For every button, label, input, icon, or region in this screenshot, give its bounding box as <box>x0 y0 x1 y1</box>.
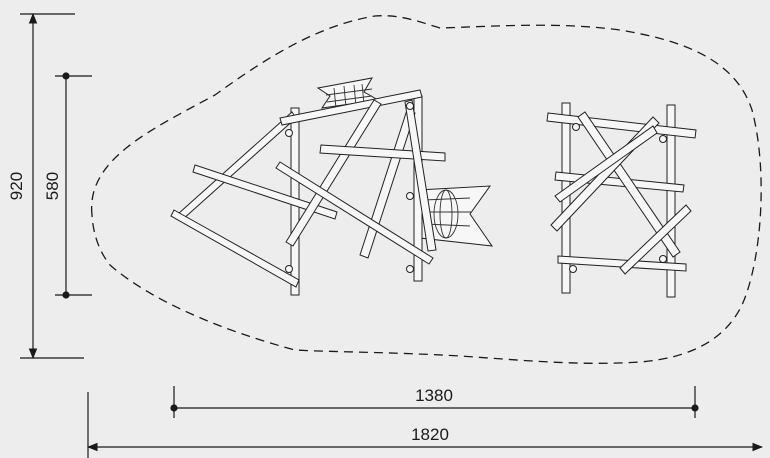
bolts <box>569 123 667 273</box>
log <box>577 111 681 258</box>
safety-zone-outline <box>91 15 762 364</box>
dimension-overall-width <box>86 392 764 458</box>
net-mesh-right <box>423 189 472 239</box>
log <box>557 255 687 272</box>
left-climbing-structure <box>170 77 494 296</box>
dimension-structure-height <box>55 72 92 299</box>
log <box>619 204 692 275</box>
dimension-label-920: 920 <box>7 172 26 200</box>
dimension-label-1820: 1820 <box>411 425 449 444</box>
log <box>192 164 338 220</box>
dimension-structure-width <box>170 386 699 418</box>
log <box>554 125 658 203</box>
log <box>170 209 300 288</box>
dimension-label-580: 580 <box>43 172 62 200</box>
log <box>279 89 423 126</box>
right-climbing-structure <box>546 102 697 298</box>
dimension-label-1380: 1380 <box>415 386 453 405</box>
dimension-overall-height <box>20 12 84 360</box>
bolts <box>285 102 414 273</box>
post <box>666 104 676 298</box>
log <box>404 99 437 252</box>
log <box>275 161 434 265</box>
